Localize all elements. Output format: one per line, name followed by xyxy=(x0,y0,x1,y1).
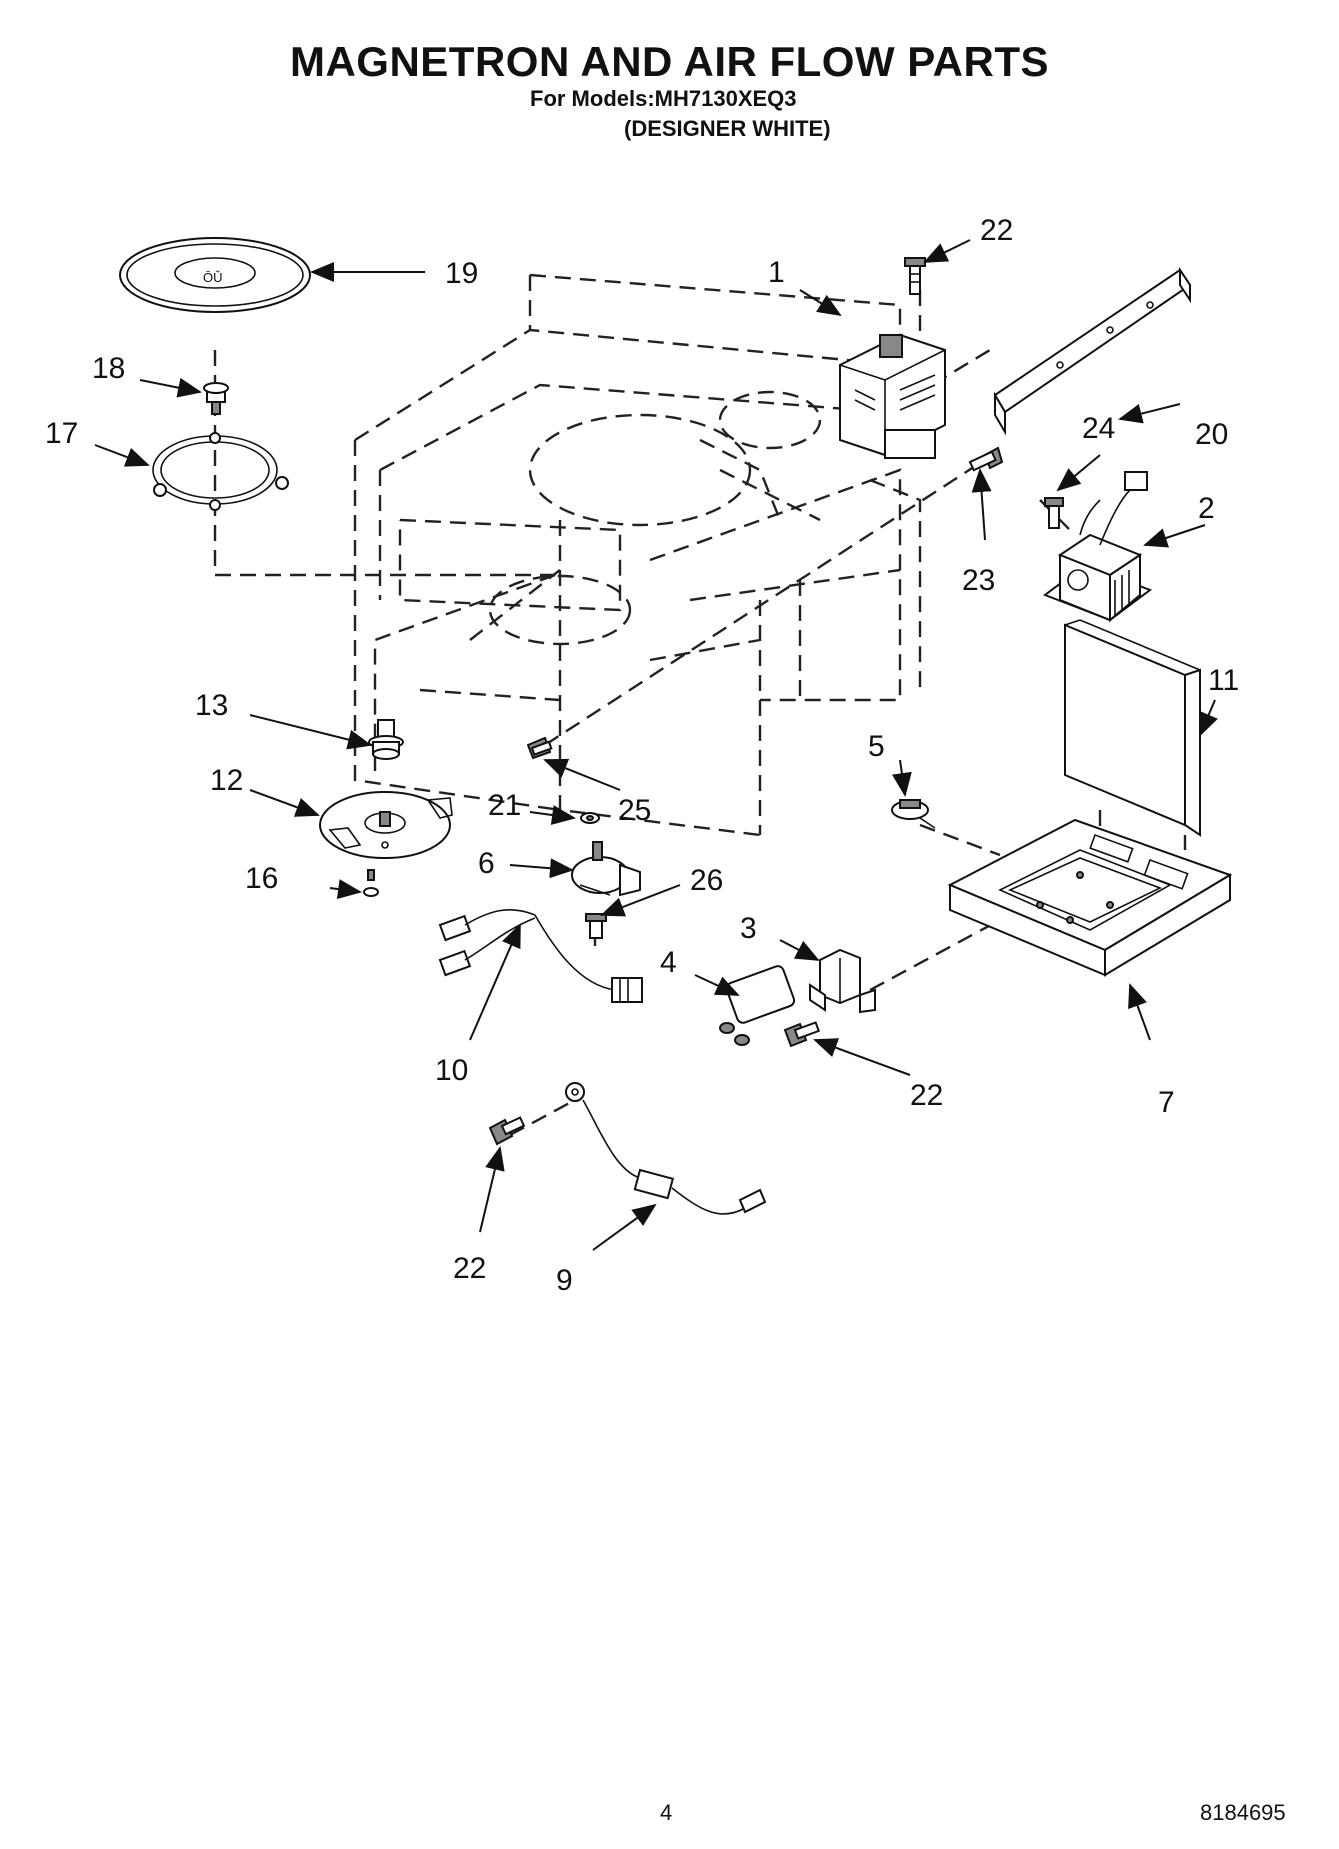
screw-22-bottom-part xyxy=(488,1116,526,1146)
capacitor-part xyxy=(719,965,796,1046)
drive-shaft-part xyxy=(368,719,404,760)
callout-3: 3 xyxy=(740,912,757,945)
turntable-motor-plate-part xyxy=(319,791,453,859)
callout-5: 5 xyxy=(868,730,885,763)
wire-harness-part xyxy=(438,909,643,1003)
screw-22-top-part xyxy=(904,257,926,295)
screw-26-part xyxy=(585,913,607,939)
screw-22-mid-part xyxy=(783,1021,821,1048)
models-line: For Models:MH7130XEQ3 xyxy=(530,86,797,111)
callout-9: 9 xyxy=(556,1264,573,1297)
document-code: 8184695 xyxy=(1200,1800,1286,1825)
washer-21-part xyxy=(580,812,600,824)
air-duct-panel-part xyxy=(1064,619,1201,837)
callout-2: 2 xyxy=(1198,492,1215,525)
callout-16: 16 xyxy=(245,862,278,895)
thermal-cutout-part xyxy=(891,799,936,829)
leader-arrows xyxy=(94,239,1218,1251)
callout-19: 19 xyxy=(445,257,478,290)
callout-25: 25 xyxy=(618,794,651,827)
callout-21: 21 xyxy=(488,789,521,822)
ground-wire-part xyxy=(565,1082,767,1215)
color-line: (DESIGNER WHITE) xyxy=(624,116,831,141)
callout-6: 6 xyxy=(478,847,495,880)
callout-17: 17 xyxy=(45,417,78,450)
callout-22-top: 22 xyxy=(980,214,1013,247)
callout-18: 18 xyxy=(92,352,125,385)
cavity-outline xyxy=(353,273,922,837)
base-plate-part xyxy=(947,818,1233,977)
coupler-part xyxy=(203,382,229,415)
svg-text:ŌǓ: ŌǓ xyxy=(203,270,223,285)
glass-tray-part: ŌǓ xyxy=(119,237,311,313)
callout-13: 13 xyxy=(195,689,228,722)
callout-12: 12 xyxy=(210,764,243,797)
small-screw-part xyxy=(363,869,379,897)
screw-24-part xyxy=(1044,497,1064,529)
callout-10: 10 xyxy=(435,1054,468,1087)
magnetron-part xyxy=(839,333,946,459)
support-bracket-part xyxy=(993,266,1192,436)
page-title: MAGNETRON AND AIR FLOW PARTS xyxy=(289,38,1050,85)
capacitor-bracket-part xyxy=(809,948,876,1014)
callout-11: 11 xyxy=(1208,664,1239,697)
transformer-part xyxy=(1042,471,1153,623)
callout-1: 1 xyxy=(768,256,785,289)
callout-labels: 19 18 17 1 22 20 24 2 23 11 5 13 12 16 2… xyxy=(45,214,1239,1297)
callout-24: 24 xyxy=(1082,412,1115,445)
callout-22-bottom: 22 xyxy=(453,1252,486,1285)
screw-25-part xyxy=(526,736,553,760)
callout-7: 7 xyxy=(1158,1086,1175,1119)
page-number: 4 xyxy=(660,1800,673,1825)
callout-4: 4 xyxy=(660,946,677,979)
assembly-guides xyxy=(213,290,1187,1137)
callout-26: 26 xyxy=(690,864,723,897)
fan-motor-part xyxy=(571,841,641,897)
callout-23: 23 xyxy=(962,564,995,597)
screw-23-part xyxy=(968,446,1004,472)
callout-20: 20 xyxy=(1195,418,1228,451)
roller-ring-part xyxy=(152,432,289,511)
callout-22-mid: 22 xyxy=(910,1079,943,1112)
